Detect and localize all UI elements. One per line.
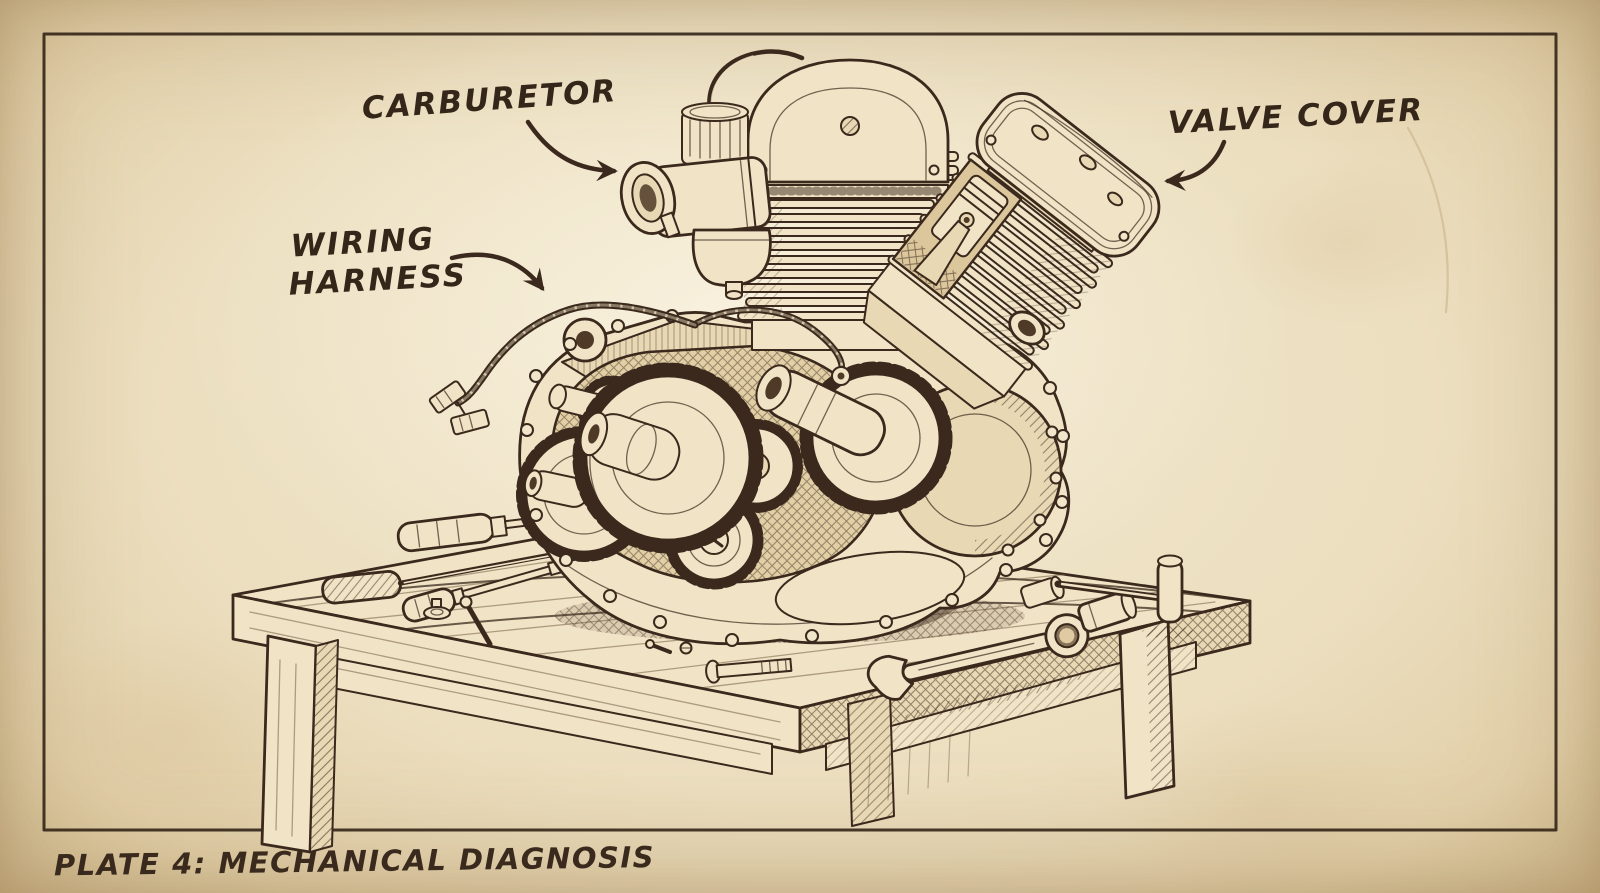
label-wiring-line2: HARNESS (288, 257, 468, 302)
carb-lever (659, 211, 681, 239)
plate-caption: PLATE 4: MECHANICAL DIAGNOSIS (54, 840, 656, 882)
crankcase (516, 309, 1071, 647)
carburetor (619, 49, 805, 300)
cylinder-head (737, 58, 959, 199)
punch-tool (321, 551, 561, 605)
gear-train (516, 361, 953, 590)
piston-cutaway (891, 158, 1023, 300)
valve-cover-arrow (1164, 139, 1227, 192)
workbench-apron (291, 641, 1197, 775)
wiring-harness-arrow (449, 252, 545, 292)
label-wiring-line1: WIRING (290, 221, 436, 265)
bench-shadow-hatch (867, 729, 971, 807)
wrench (866, 613, 1090, 719)
fasteners (423, 595, 793, 684)
carburetor-arrow (525, 119, 618, 182)
screwdriver-2 (401, 558, 567, 623)
paper-crease (1406, 126, 1449, 314)
t-handle-tool (1054, 554, 1194, 638)
tools (321, 512, 1194, 719)
valve-cover (975, 92, 1161, 258)
cylinder-angled (862, 92, 1161, 410)
gear-large (572, 362, 764, 554)
gear-right (755, 361, 953, 515)
plate-frame (42, 32, 1558, 832)
label-valve-cover: VALVE COVER (1167, 92, 1425, 141)
label-wiring-harness: WIRING HARNESS (288, 221, 468, 303)
label-carburetor: CARBURETOR (361, 73, 619, 127)
sump-cover (774, 550, 966, 626)
harness-connectors (428, 380, 490, 436)
float-bowl (691, 228, 772, 300)
wiring-harness (428, 301, 851, 436)
engine (428, 49, 1161, 647)
exhaust-port (1008, 310, 1046, 346)
workbench-legs (260, 618, 1176, 854)
carb-top-cap (681, 102, 749, 165)
long-bolt (705, 657, 793, 684)
